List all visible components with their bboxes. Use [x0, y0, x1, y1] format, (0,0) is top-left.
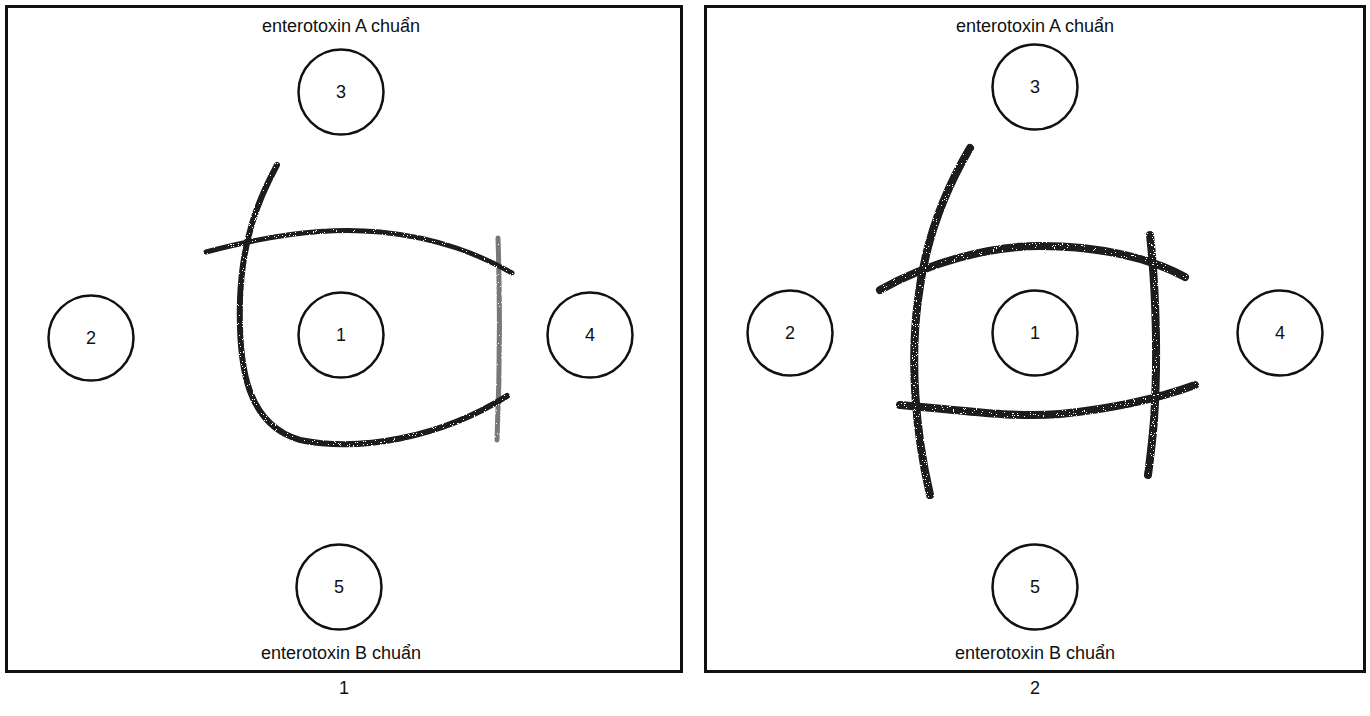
well-circle: 5 — [295, 543, 383, 631]
well-number: 3 — [336, 82, 346, 103]
well-number: 2 — [86, 328, 96, 349]
standard-label: enterotoxin A chuẩn — [262, 16, 420, 37]
well-circle-outline — [299, 293, 384, 378]
well-circle-outline — [299, 50, 384, 135]
well-number: 4 — [1275, 323, 1285, 344]
panel-caption: 1 — [339, 678, 349, 699]
plate-panel: 321451enterotoxin A chuẩnenterotoxin B c… — [5, 5, 683, 673]
precipitin-line — [914, 148, 970, 495]
well-number: 5 — [1030, 577, 1040, 598]
well-circle-outline — [748, 291, 833, 376]
precipitin-line — [1148, 235, 1156, 475]
well-circle-outline — [993, 545, 1078, 630]
plate-panel: 321452enterotoxin A chuẩnenterotoxin B c… — [704, 5, 1366, 673]
well-number: 1 — [1030, 323, 1040, 344]
standard-label: enterotoxin B chuẩn — [955, 643, 1115, 664]
well-circle-outline — [548, 293, 633, 378]
well-number: 4 — [585, 325, 595, 346]
well-circle: 2 — [746, 289, 834, 377]
well-circle: 3 — [297, 48, 385, 136]
well-number: 5 — [334, 577, 344, 598]
well-circle-outline — [993, 45, 1078, 130]
panel-caption: 2 — [1030, 678, 1040, 699]
well-circle: 5 — [991, 543, 1079, 631]
well-number: 2 — [785, 323, 795, 344]
well-circle: 3 — [991, 43, 1079, 131]
standard-label: enterotoxin B chuẩn — [261, 643, 421, 664]
well-circle: 1 — [297, 291, 385, 379]
well-circle: 2 — [47, 294, 135, 382]
well-circle-outline — [49, 296, 134, 381]
well-circle: 4 — [1236, 289, 1324, 377]
well-number: 1 — [336, 325, 346, 346]
well-circle-outline — [297, 545, 382, 630]
well-circle-outline — [1238, 291, 1323, 376]
well-circle: 4 — [546, 291, 634, 379]
well-number: 3 — [1030, 77, 1040, 98]
precipitin-line — [497, 238, 499, 440]
precipitin-line — [206, 230, 512, 273]
well-circle-outline — [993, 291, 1078, 376]
precipitin-arc — [240, 165, 507, 444]
well-circle: 1 — [991, 289, 1079, 377]
standard-label: enterotoxin A chuẩn — [956, 16, 1114, 37]
